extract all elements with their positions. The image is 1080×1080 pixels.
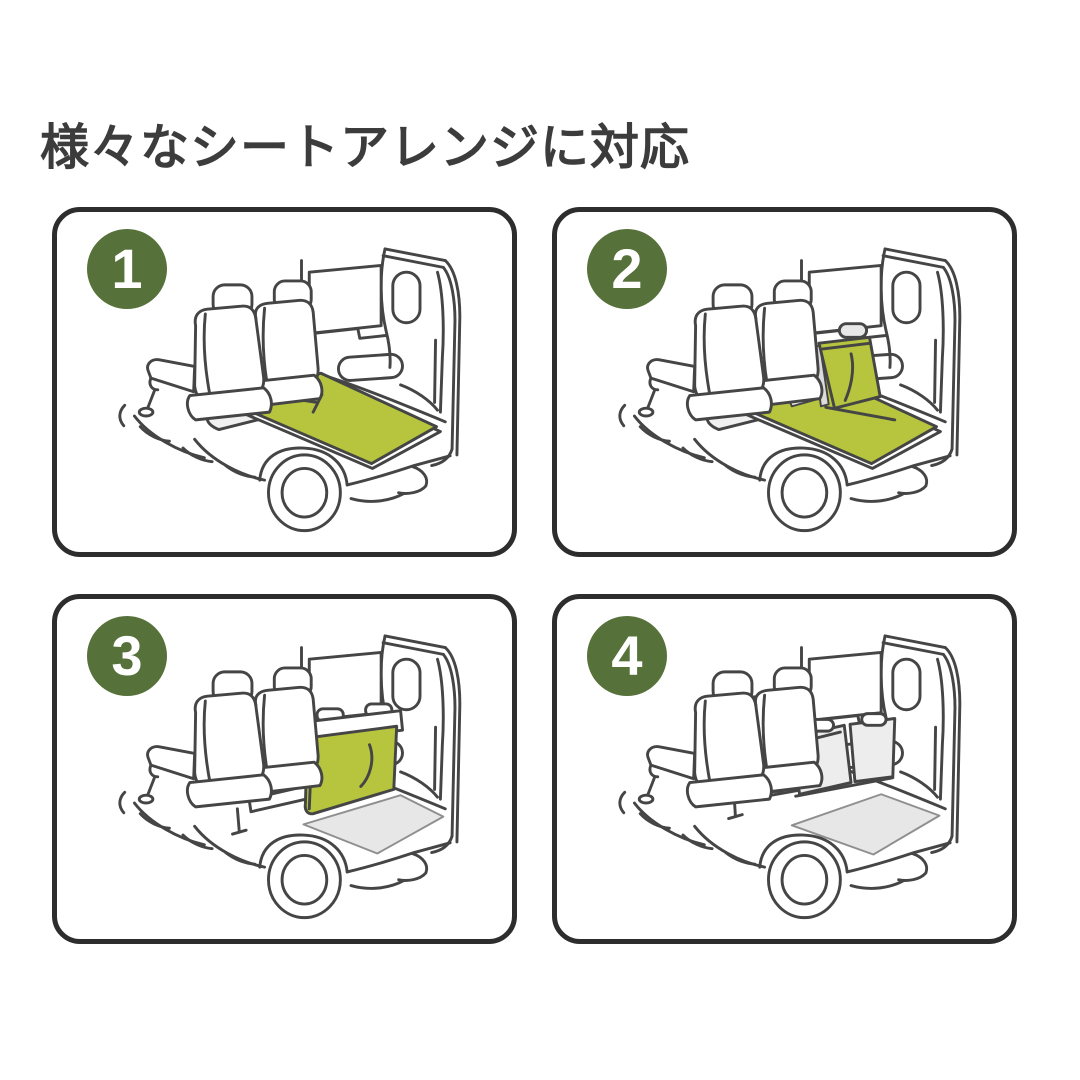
panel-number: 3 bbox=[111, 624, 143, 687]
van-flat-cover-illustration bbox=[118, 247, 462, 533]
arrangement-panel-2: 2 bbox=[552, 207, 1017, 557]
van-cover-over-seatback-illustration bbox=[618, 247, 962, 533]
arrangement-panel-4: 4 bbox=[552, 594, 1017, 944]
panels-grid: 1 2 bbox=[52, 207, 1017, 944]
panel-number: 1 bbox=[111, 237, 143, 300]
panel-number: 2 bbox=[611, 237, 643, 300]
panel-number-badge: 2 bbox=[587, 229, 667, 309]
page-title: 様々なシートアレンジに対応 bbox=[40, 121, 691, 175]
panel-number: 4 bbox=[611, 624, 643, 687]
panel-number-badge: 3 bbox=[87, 616, 167, 696]
van-bench-cover-illustration bbox=[618, 634, 962, 920]
arrangement-panel-1: 1 bbox=[52, 207, 517, 557]
arrangement-panel-3: 3 bbox=[52, 594, 517, 944]
panel-number-badge: 4 bbox=[587, 616, 667, 696]
van-hanging-cover-illustration bbox=[118, 634, 462, 920]
panel-number-badge: 1 bbox=[87, 229, 167, 309]
